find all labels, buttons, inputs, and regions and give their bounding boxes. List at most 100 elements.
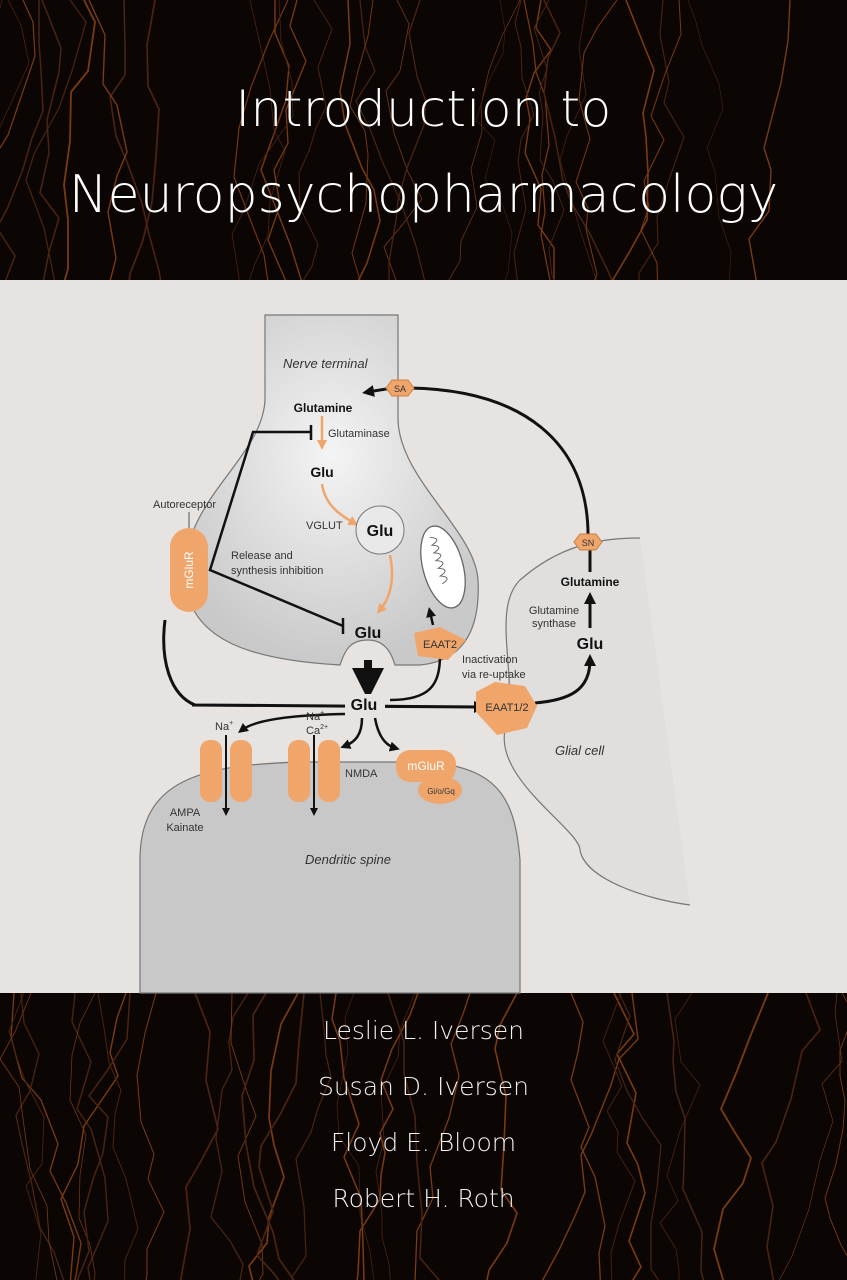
ampa-channel xyxy=(200,740,252,802)
label-autoreceptor: Autoreceptor xyxy=(153,499,216,511)
neuron-fibre xyxy=(76,992,131,1280)
label-na-nmda: Na+ xyxy=(306,710,324,723)
cleft-line xyxy=(162,619,480,707)
neuron-fibre xyxy=(60,992,127,1280)
neuron-fibre xyxy=(349,0,374,295)
label-g-protein: Gi/o/Gq xyxy=(427,787,455,796)
neuron-fibre xyxy=(375,992,416,1280)
neuron-fibre xyxy=(231,0,294,313)
neuron-fibre xyxy=(179,992,219,1280)
neuron-fibre xyxy=(336,992,375,1280)
neuron-fibre xyxy=(356,992,419,1280)
neuron-fibre xyxy=(659,992,701,1280)
mglur-autoreceptor xyxy=(170,528,208,612)
eaat12-to-glu-arrow xyxy=(534,654,596,705)
neuron-fibre xyxy=(475,0,513,319)
neuron-fibre xyxy=(614,992,662,1280)
label-glu-vesicle: Glu xyxy=(367,523,394,540)
eaat12-transporter xyxy=(476,682,537,735)
label-sn: SN xyxy=(582,538,595,548)
label-eaat12: EAAT1/2 xyxy=(485,702,528,714)
neuron-fibre xyxy=(439,0,521,296)
label-kainate: Kainate xyxy=(166,822,203,834)
label-gs-2: synthase xyxy=(532,618,576,630)
mitochondrion-cristae xyxy=(429,536,448,585)
neuron-fibre xyxy=(761,992,821,1280)
reuptake-arrow xyxy=(389,654,442,702)
author-1: Leslie L. Iversen xyxy=(322,1016,524,1045)
neuron-fibre xyxy=(824,992,847,1257)
neuron-fibre xyxy=(610,0,655,284)
neuron-fibre xyxy=(388,0,427,282)
neuron-fibre xyxy=(136,992,165,1280)
neuron-fibre xyxy=(0,0,30,128)
eaat2-transporter xyxy=(414,627,466,660)
title-line-1: Introduction to xyxy=(235,80,612,138)
neuron-fibre xyxy=(260,0,306,293)
neuron-fibre xyxy=(748,0,791,285)
neuron-fibre xyxy=(15,992,65,1280)
neuron-fibre xyxy=(291,992,332,1280)
neuron-fibre xyxy=(387,992,440,1280)
neuron-fibre xyxy=(25,0,87,326)
neuron-fibre xyxy=(125,0,160,309)
neuron-fibre xyxy=(243,0,286,298)
vesicle xyxy=(355,505,405,555)
label-glu-glial: Glu xyxy=(577,636,604,653)
label-release-1: Release and xyxy=(231,550,293,562)
label-inactivation-2: via re-uptake xyxy=(462,669,526,681)
neuron-fibre xyxy=(0,992,58,1280)
label-nerve-terminal: Nerve terminal xyxy=(283,356,369,371)
glial-cell-outline xyxy=(503,537,691,906)
neuron-fibre xyxy=(543,0,626,313)
neuron-fibre xyxy=(297,0,333,290)
label-glutamine-glial: Glutamine xyxy=(561,575,620,589)
label-inactivation-1: Inactivation xyxy=(462,654,518,666)
neuron-fibre xyxy=(267,0,307,303)
neuron-fibre xyxy=(602,992,636,1280)
neuron-fibre xyxy=(230,992,264,1280)
neuron-fibre xyxy=(339,0,381,305)
label-dendritic-spine: Dendritic spine xyxy=(305,852,391,867)
label-nmda: NMDA xyxy=(345,768,378,780)
neuron-fibre xyxy=(559,0,598,283)
neuron-fibre xyxy=(687,0,732,286)
neuron-fibre xyxy=(331,992,365,1280)
neuron-fibre xyxy=(570,992,606,1280)
neuron-fibre xyxy=(39,0,62,289)
neuron-fibre xyxy=(541,992,639,1280)
neuron-fibre xyxy=(241,992,295,1280)
label-sa: SA xyxy=(394,384,406,394)
neuron-fibre xyxy=(640,0,682,301)
label-vglut: VGLUT xyxy=(306,520,343,532)
label-mglur-auto: mGluR xyxy=(182,551,196,589)
author-2: Susan D. Iversen xyxy=(317,1072,530,1101)
neuron-fibre xyxy=(713,992,769,1280)
to-nmda-arrow xyxy=(340,717,364,749)
neuron-fibre xyxy=(71,992,109,1280)
neuron-fibre xyxy=(0,0,44,291)
neuron-fibre xyxy=(523,0,551,281)
sa-transporter xyxy=(385,379,415,397)
neuron-fibre xyxy=(575,0,618,296)
label-glutaminase: Glutaminase xyxy=(328,428,390,440)
label-glu-cleft: Glu xyxy=(351,697,378,714)
neuron-fibre xyxy=(779,992,843,1280)
neuron-fibre xyxy=(210,992,249,1280)
inhibition-line xyxy=(208,425,345,634)
vesicle-release-arrow xyxy=(376,554,394,614)
neuron-fibre xyxy=(0,0,36,150)
vglut-arrow xyxy=(320,483,359,526)
sn-transporter xyxy=(573,533,603,551)
neuron-fibre xyxy=(8,992,45,1280)
label-glu-release: Glu xyxy=(355,625,382,642)
author-4: Robert H. Roth xyxy=(332,1184,515,1213)
nmda-channel xyxy=(288,740,340,802)
label-eaat2: EAAT2 xyxy=(423,639,457,651)
title-line-2: Neuropsychopharmacology xyxy=(68,165,779,225)
label-glu: Glu xyxy=(310,464,333,480)
glu-cleft-bg xyxy=(345,694,385,714)
label-ca-nmda: Ca2+ xyxy=(306,724,328,737)
neuron-fibre xyxy=(524,0,555,288)
